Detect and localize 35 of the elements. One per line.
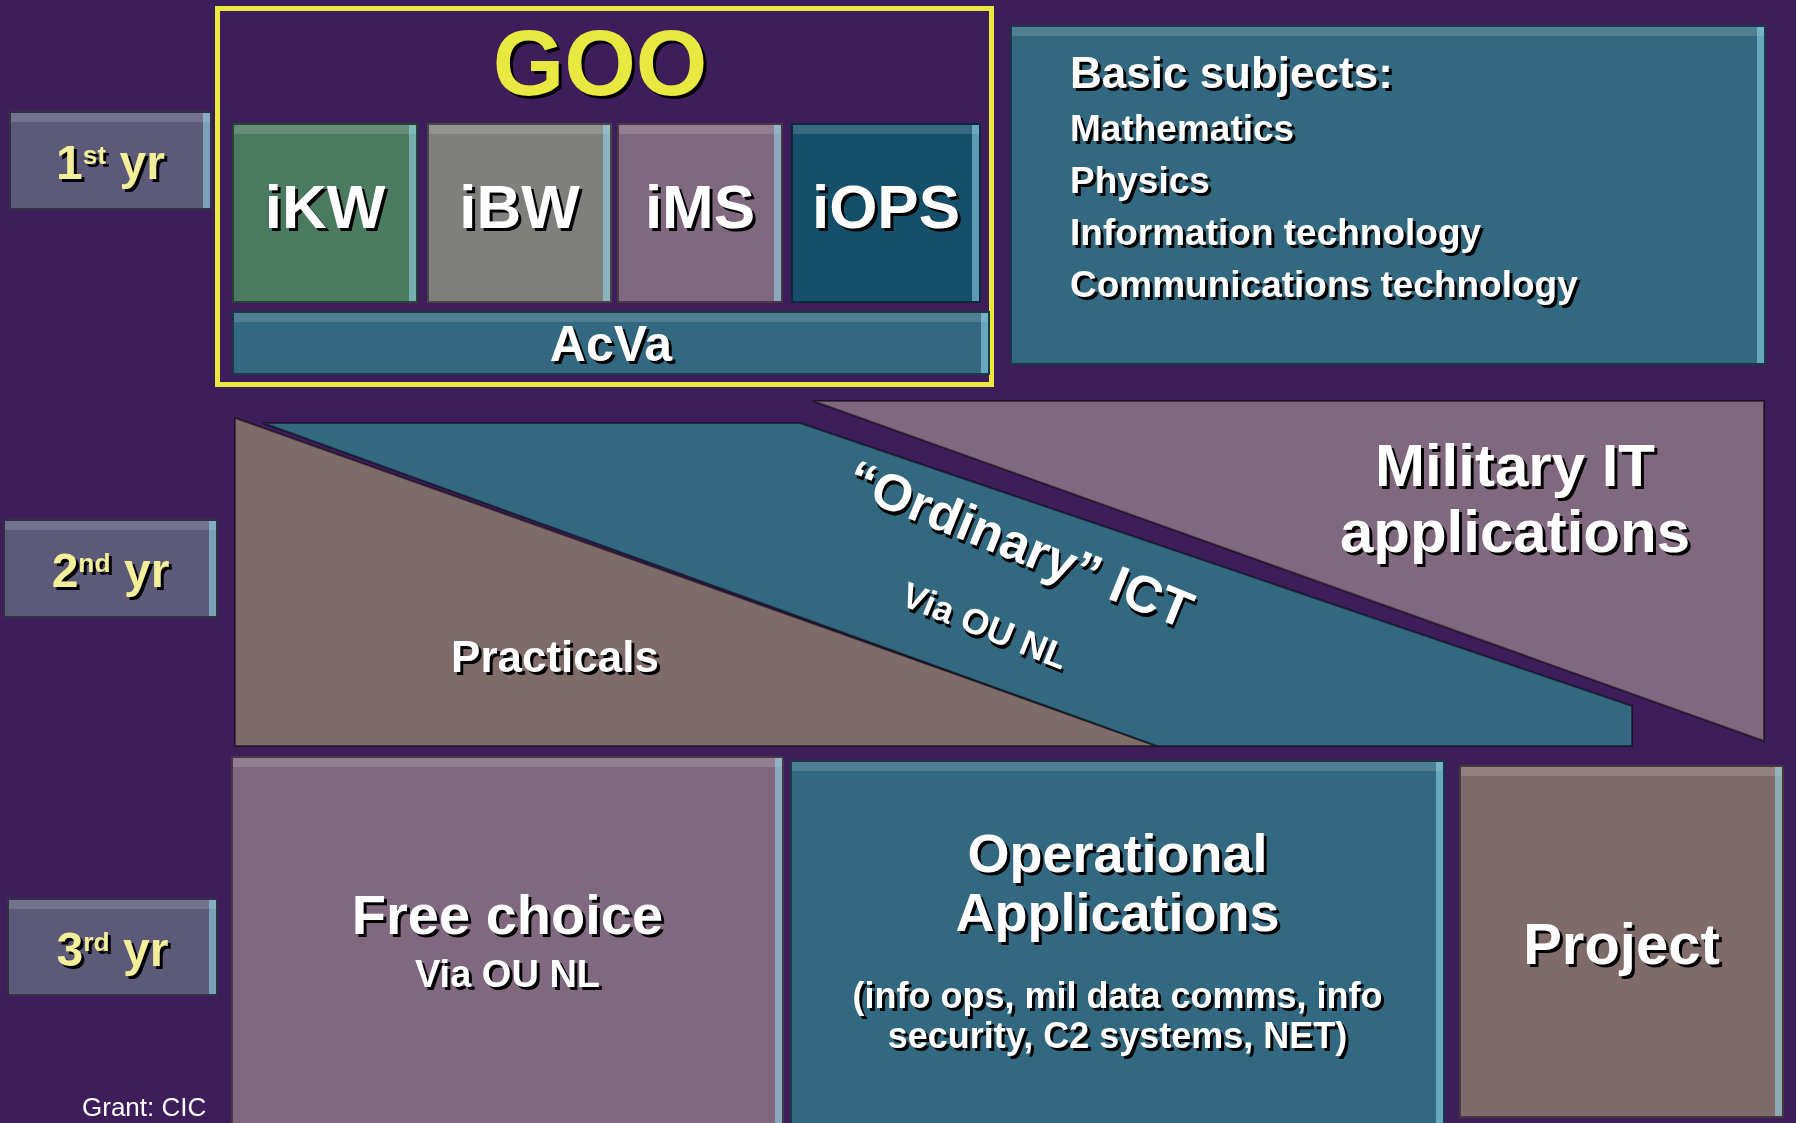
course-block: [1010, 25, 1766, 365]
course-name: iKW: [263, 173, 387, 242]
track-label: Practicals: [450, 633, 660, 682]
course-block: [1459, 765, 1784, 1118]
track-label: Project: [1522, 912, 1721, 976]
year-block: [3, 519, 218, 618]
year-label: 3$^{rd}$ yr: [55, 924, 170, 977]
course-name: iBW: [458, 173, 581, 242]
track-label: Military IT applications: [1338, 433, 1692, 565]
course-block: [791, 123, 981, 303]
course-block: [427, 123, 612, 303]
subject-item: Mathematics: [1070, 109, 1296, 150]
course-name: iOPS: [810, 173, 962, 242]
group-title: GOO: [491, 13, 709, 115]
year-label: 2$^{nd}$ yr: [50, 545, 171, 598]
course-block: [232, 311, 990, 375]
course-block: [232, 123, 418, 303]
course-block: [617, 123, 783, 303]
subject-item: Communications technology: [1070, 265, 1579, 306]
year-block: [9, 111, 212, 210]
course-block: [231, 756, 784, 1123]
subjects-heading: Basic subjects:: [1070, 49, 1394, 98]
course-name: AcVa: [548, 317, 674, 372]
year-block: [7, 898, 218, 996]
course-block: [790, 760, 1445, 1123]
track-label: Free choice: [350, 884, 665, 946]
track-label: Operational Applications: [954, 824, 1281, 943]
course-name: iMS: [643, 173, 757, 242]
track-note: (info ops, mil data comms, info security, C2 systems, NET): [851, 976, 1384, 1056]
subject-item: Information technology: [1070, 213, 1483, 254]
footnote: Grant: CIC: [82, 1092, 207, 1123]
subject-item: Physics: [1070, 161, 1211, 202]
track-note: Via OU NL: [413, 954, 602, 996]
year-label: 1$^{st}$ yr: [55, 137, 166, 190]
group-frame: [215, 6, 994, 387]
